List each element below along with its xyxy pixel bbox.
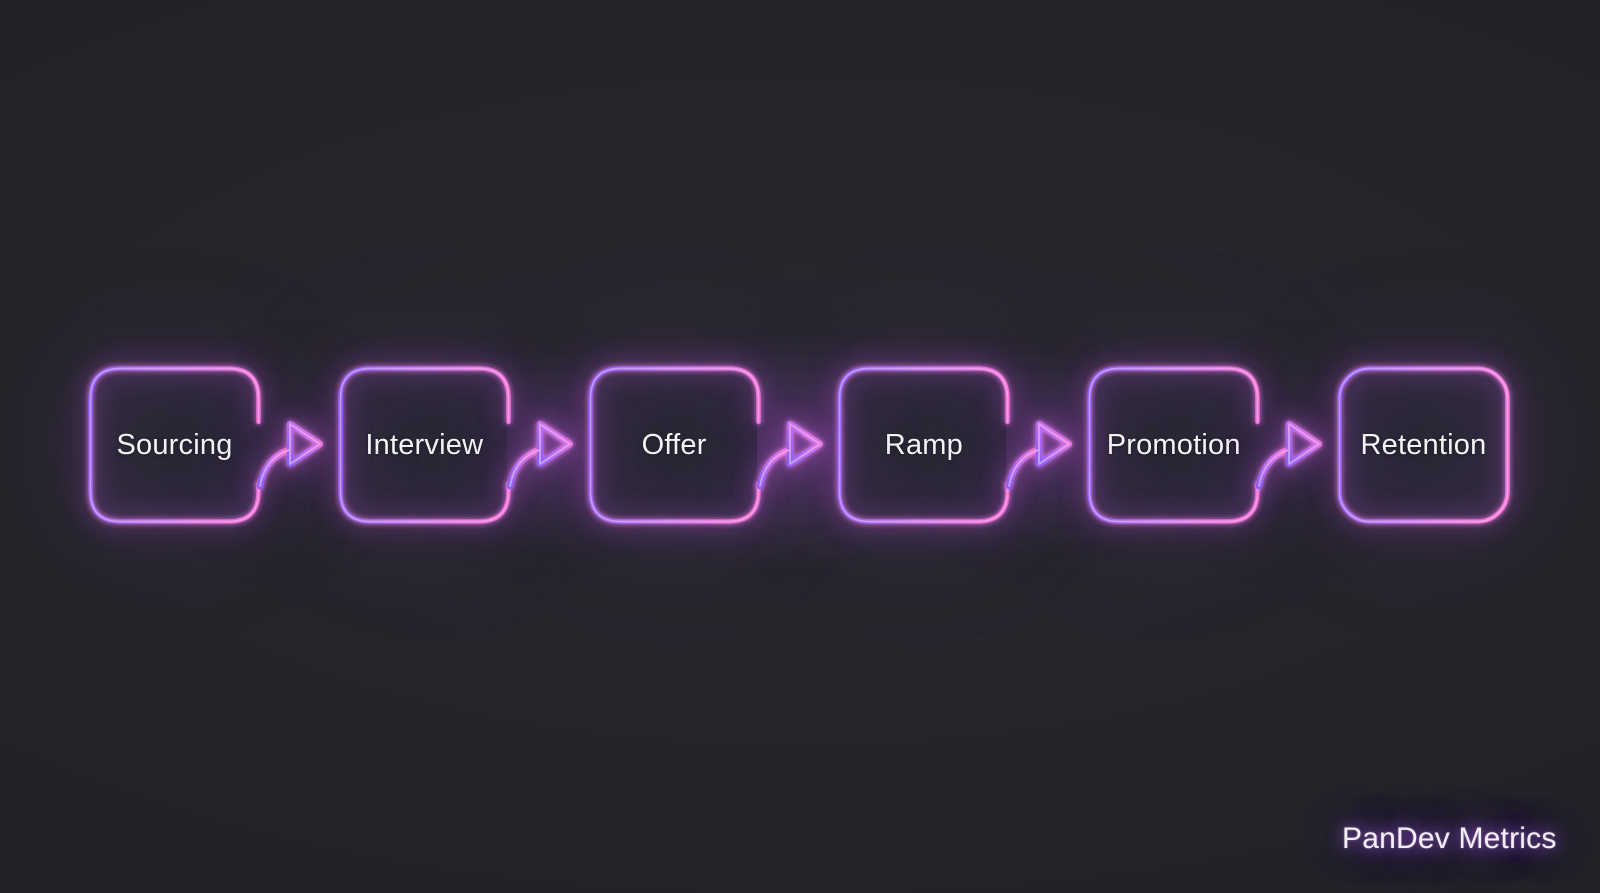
- stage-node-offer: Offer: [587, 366, 761, 524]
- stage-label-ramp: Ramp: [884, 428, 963, 461]
- stage-node-ramp: Ramp: [837, 366, 1011, 524]
- stage-node-sourcing: Sourcing: [88, 366, 261, 524]
- stage-label-sourcing: Sourcing: [116, 428, 233, 461]
- stage-label-offer: Offer: [641, 428, 707, 461]
- stage-label-retention: Retention: [1360, 428, 1487, 461]
- stage-node-promotion: Promotion: [1087, 366, 1260, 524]
- pipeline-row: Sourcing Interview Offer Ramp: [88, 366, 1510, 524]
- stage-node-retention: Retention: [1337, 366, 1510, 524]
- stage-label-interview: Interview: [365, 428, 484, 461]
- stage-label-promotion: Promotion: [1106, 428, 1241, 461]
- brand-watermark: PanDev Metrics: [1342, 822, 1557, 855]
- stage-node-interview: Interview: [338, 366, 511, 524]
